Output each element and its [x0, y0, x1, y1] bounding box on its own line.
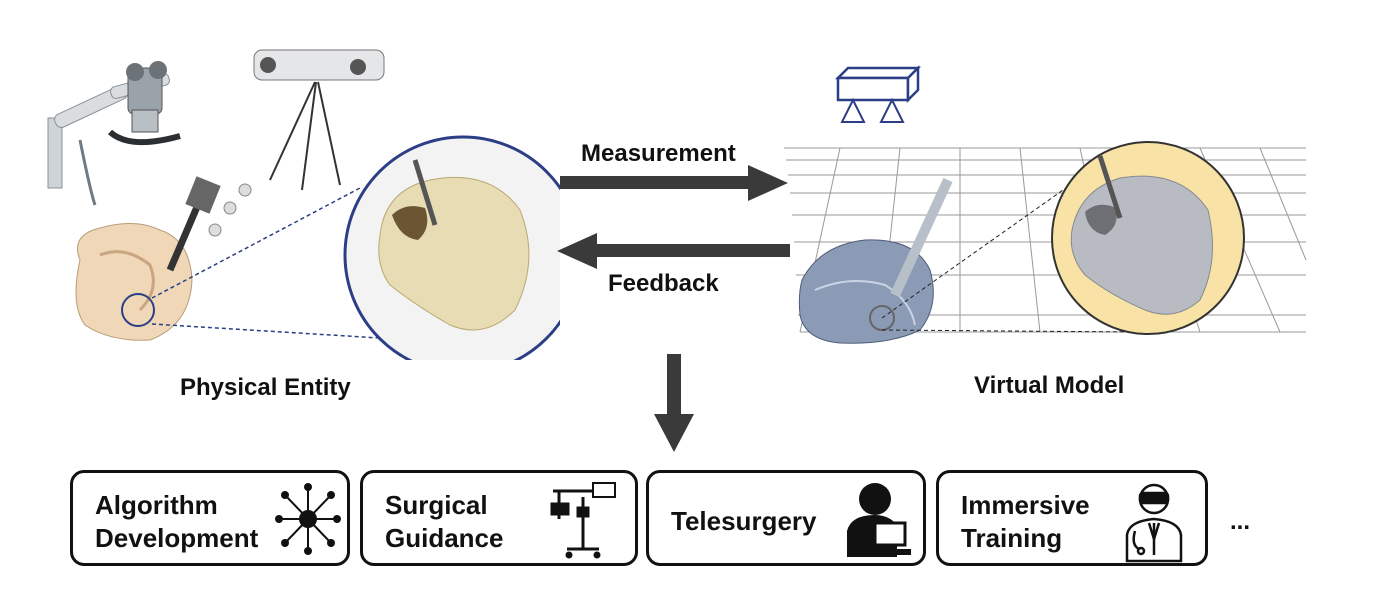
skull-closeup-icon — [343, 135, 560, 360]
more-ellipsis: ... — [1230, 508, 1251, 535]
patient-head-icon — [75, 176, 252, 341]
feedback-label: Feedback — [608, 270, 719, 297]
card-label-line1: Telesurgery — [671, 506, 817, 536]
vr-doctor-icon — [1119, 479, 1189, 563]
feedback-arrow — [555, 230, 790, 272]
measurement-label: Measurement — [581, 140, 736, 167]
card-label-line2: Guidance — [385, 523, 504, 553]
physical-entity-illustration — [40, 40, 560, 360]
surgical-cart-icon — [547, 479, 627, 561]
virtual-model-label: Virtual Model — [974, 372, 1125, 399]
card-label-line2: Training — [961, 523, 1063, 553]
down-arrow — [652, 354, 696, 454]
application-card-algorithm: Algorithm Development — [70, 470, 350, 566]
remote-operator-icon — [837, 479, 913, 561]
microscope-icon — [47, 61, 181, 206]
application-card-immersive: Immersive Training — [936, 470, 1208, 566]
virtual-skull-closeup-icon — [1051, 141, 1245, 335]
virtual-head-icon — [798, 177, 953, 344]
physical-entity-label: Physical Entity — [180, 374, 351, 401]
card-label-line2: Development — [95, 523, 259, 553]
measurement-arrow — [560, 162, 790, 204]
application-card-surgical: Surgical Guidance — [360, 470, 638, 566]
card-label-line1: Surgical — [385, 490, 488, 520]
virtual-model-illustration — [780, 60, 1310, 350]
application-card-telesurgery: Telesurgery — [646, 470, 926, 566]
card-label-line1: Algorithm — [95, 490, 218, 520]
card-label-line1: Immersive — [961, 490, 1090, 520]
optical-tracker-icon — [253, 49, 385, 191]
network-icon — [273, 481, 343, 557]
tracker-camera-icon — [834, 64, 922, 123]
